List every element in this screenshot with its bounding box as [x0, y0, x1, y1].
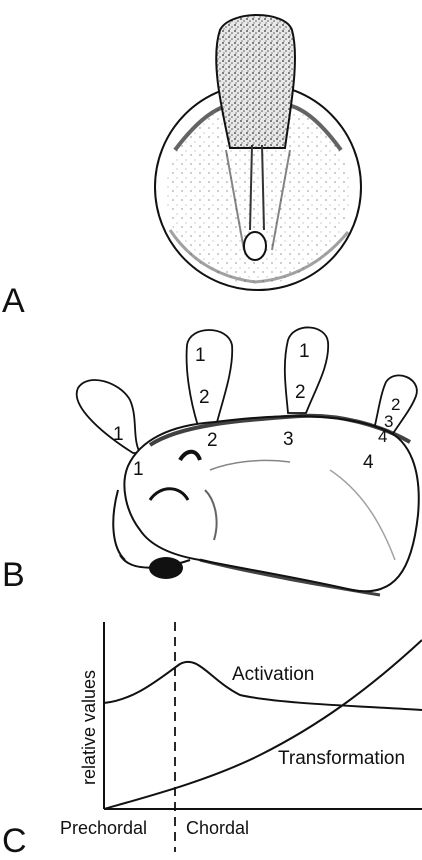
host-label-2: 2	[207, 430, 218, 451]
graft-1-label-1: 1	[113, 424, 124, 445]
graft-lobe-a	[216, 15, 295, 148]
graft-lobe-1	[77, 380, 140, 453]
graft-2-label-1: 1	[195, 345, 206, 366]
host-label-1: 1	[133, 459, 144, 480]
node-a	[244, 232, 266, 260]
host-label-4: 4	[363, 452, 374, 473]
prechordal-label: Prechordal	[60, 818, 147, 838]
graft-3-label-1: 1	[299, 341, 310, 362]
activation-label: Activation	[232, 664, 314, 685]
transformation-label: Transformation	[278, 748, 405, 769]
host-label-3: 3	[283, 429, 294, 450]
graft-3-label-2: 2	[295, 382, 306, 403]
panel-label-b: B	[2, 558, 25, 592]
panel-c-chart: Activation Transformation relative value…	[60, 622, 422, 852]
graft-4-label-4: 4	[378, 427, 387, 446]
chordal-label: Chordal	[186, 818, 249, 838]
graft-lobe-2	[187, 330, 233, 426]
panel-label-a: A	[2, 284, 25, 318]
y-axis-label: relative values	[79, 670, 99, 785]
graft-2-label-2: 2	[199, 387, 210, 408]
panel-a-drawing	[155, 15, 361, 290]
panel-b-drawing: 1 1 2 1 2 2 3 4 1 2 3 4	[77, 327, 419, 595]
dark-blob-b	[149, 557, 183, 579]
panel-label-c: C	[2, 824, 27, 858]
